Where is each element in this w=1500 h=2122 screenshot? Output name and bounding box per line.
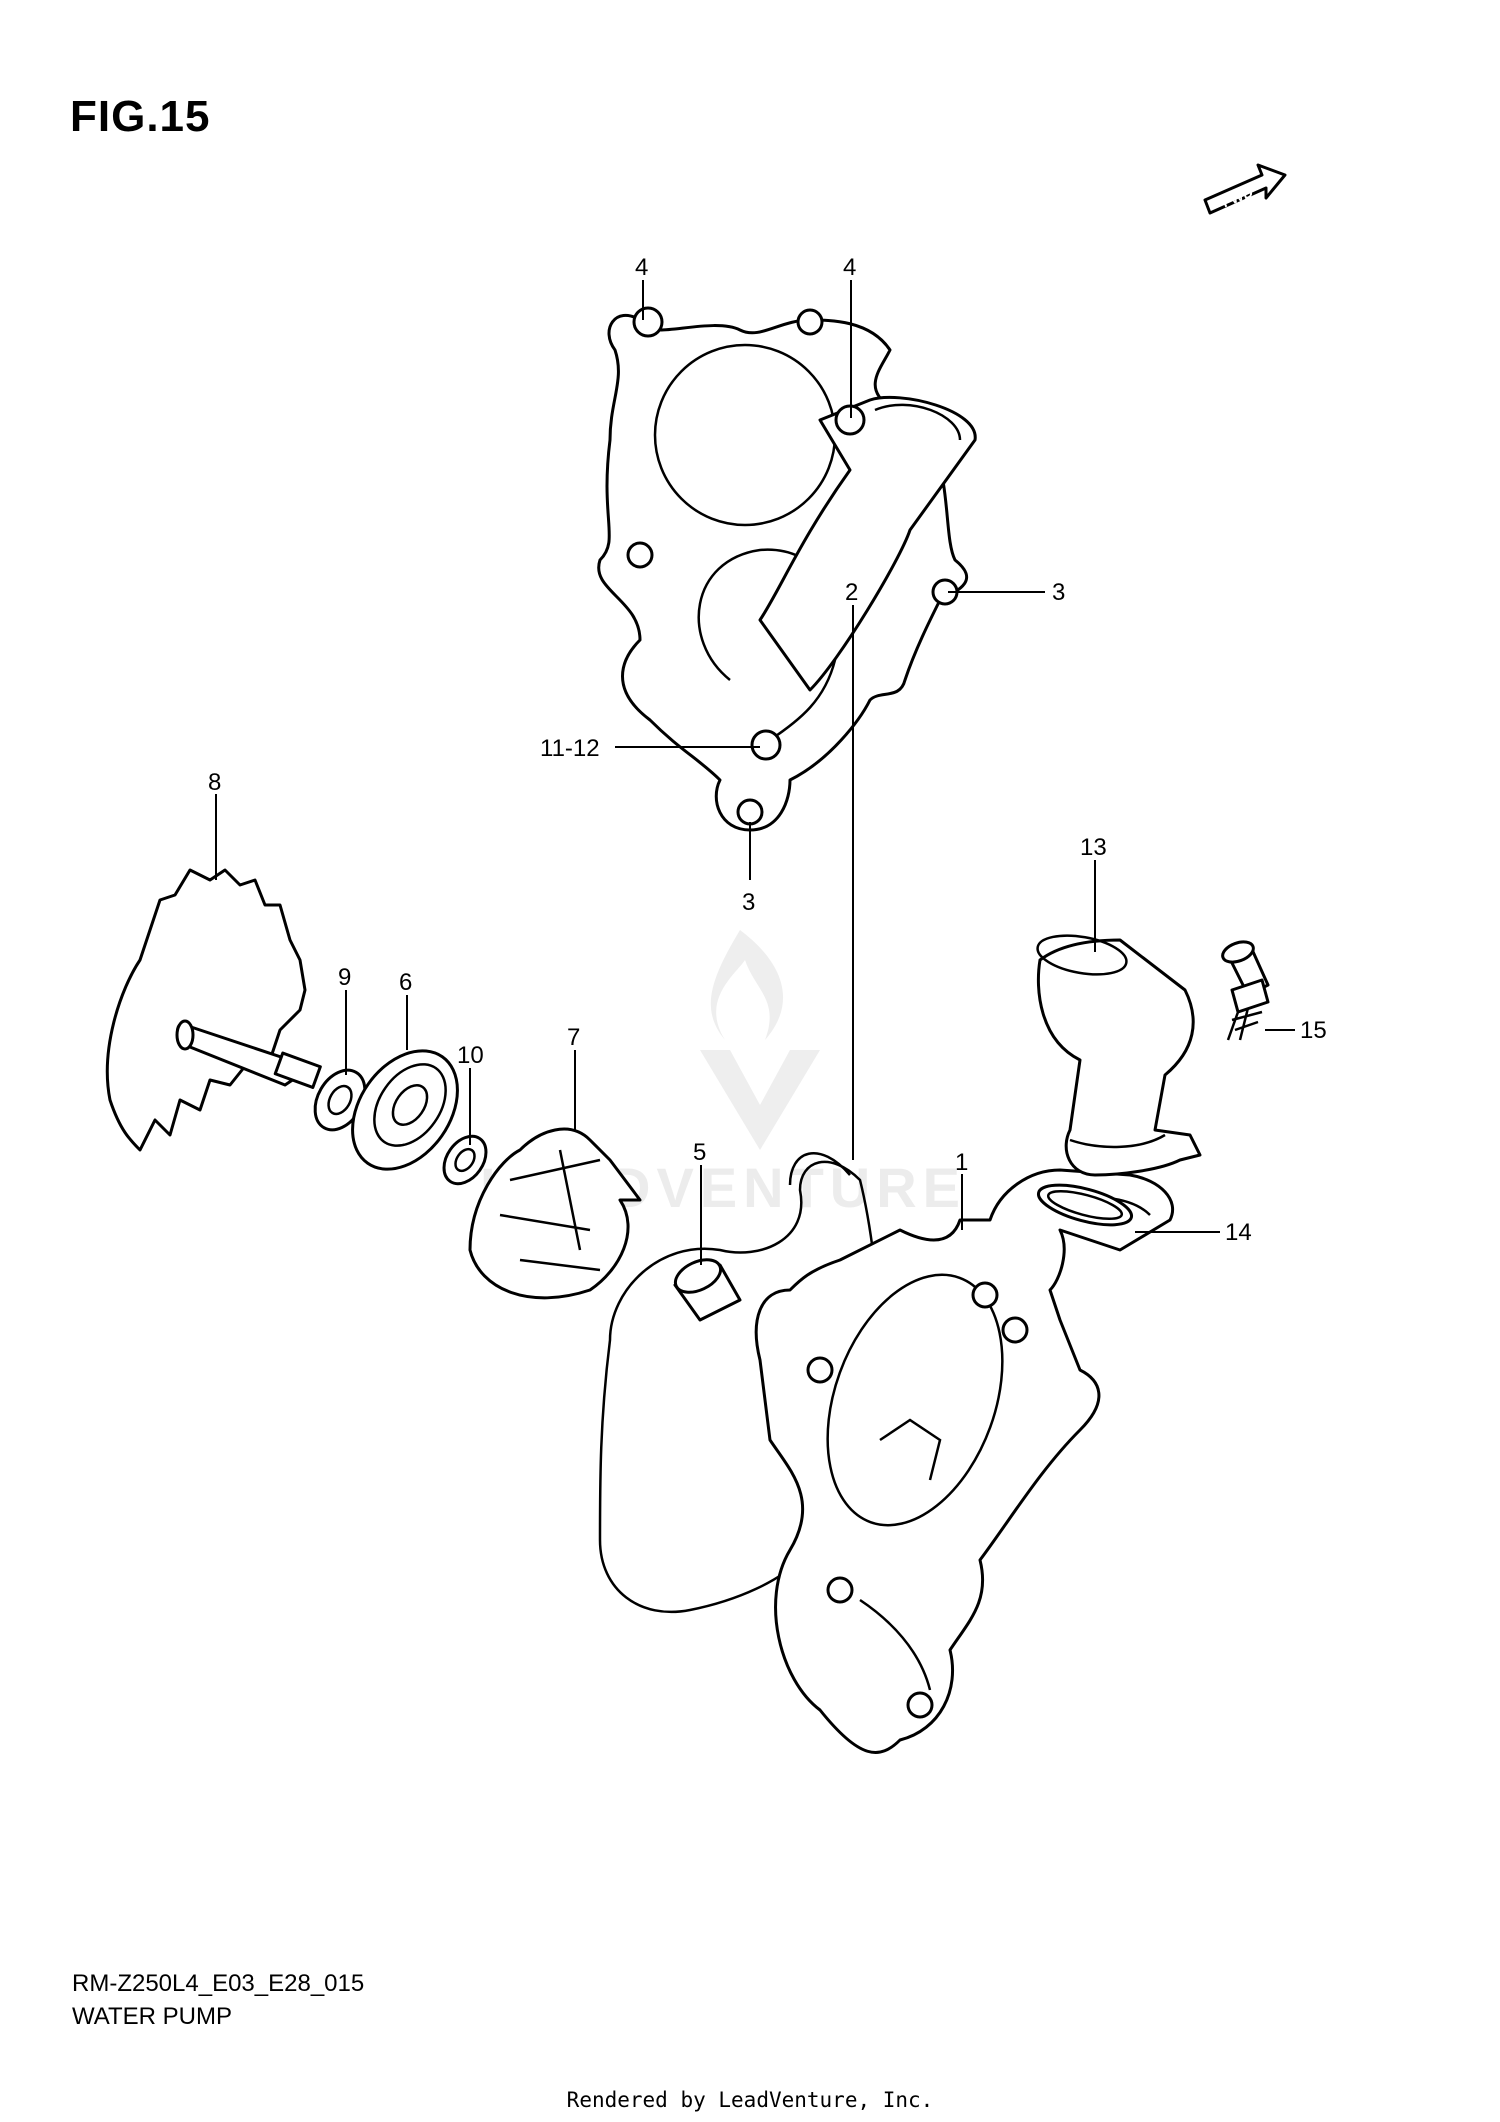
- seal-10: [442, 1134, 488, 1186]
- pump-housing-1: [754, 1168, 1175, 1754]
- callout-10: 10: [457, 1042, 484, 1069]
- callout-2: 2: [845, 579, 858, 606]
- callout-5: 5: [693, 1139, 706, 1166]
- fwd-arrow-icon: FWD: [1203, 163, 1287, 215]
- callout-labels: 4 4 3 11-12 3 8 13 9 6 10 7 2 5 1 15 14: [208, 254, 1327, 1246]
- pump-drive-gear: [105, 868, 322, 1152]
- leader-lines: [215, 280, 1295, 1265]
- fwd-label: FWD: [1220, 184, 1256, 211]
- watermark-logo: [700, 930, 820, 1150]
- callout-9: 9: [338, 964, 351, 991]
- impeller-7: [468, 1127, 642, 1300]
- dowel-pin-5: [673, 1258, 742, 1322]
- elbow-fitting-13: [1036, 934, 1202, 1177]
- callout-1: 1: [955, 1149, 968, 1176]
- callout-14: 14: [1225, 1219, 1252, 1246]
- callout-6: 6: [399, 969, 412, 996]
- callout-3a: 3: [1052, 579, 1065, 606]
- callout-7: 7: [567, 1024, 580, 1051]
- water-pump-cover: [597, 306, 977, 832]
- section-title: WATER PUMP: [72, 2003, 232, 2030]
- callout-11-12: 11-12: [540, 735, 600, 762]
- callout-3b: 3: [742, 889, 755, 916]
- bearing-6: [351, 1049, 459, 1171]
- bolt-15: [1221, 940, 1270, 1041]
- figure-title: FIG.15: [70, 92, 211, 141]
- callout-4b: 4: [843, 254, 856, 281]
- callout-15: 15: [1300, 1017, 1327, 1044]
- o-ring-14: [1036, 1183, 1134, 1227]
- model-code: RM-Z250L4_E03_E28_015: [72, 1970, 365, 1997]
- callout-4a: 4: [635, 254, 648, 281]
- callout-13: 13: [1080, 834, 1107, 861]
- footer-credit: Rendered by LeadVenture, Inc.: [566, 2088, 934, 2112]
- callout-8: 8: [208, 769, 221, 796]
